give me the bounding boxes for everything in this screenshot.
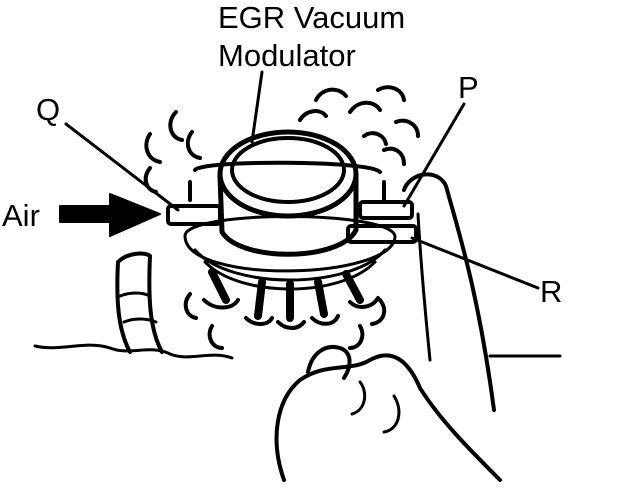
hand-knuckle: [350, 380, 401, 434]
hose-left: [115, 251, 164, 354]
engine-surface-outline: [33, 343, 562, 360]
hand-thumb-inner: [416, 212, 432, 362]
port-r: [346, 224, 418, 244]
air-label: Air: [2, 198, 40, 233]
callout-q-label: Q: [36, 92, 61, 127]
mount-base: [183, 215, 397, 273]
hand-palm: [274, 353, 502, 482]
port-p: [358, 200, 414, 220]
leader-r: [410, 236, 540, 290]
leader-title: [250, 70, 264, 144]
port-q: [166, 204, 222, 226]
title-line-2: Modulator: [218, 38, 356, 73]
modulator-top-inner: [230, 136, 346, 204]
base-feet-caps: [202, 296, 380, 330]
airflow-marks: [143, 85, 420, 350]
leader-p: [402, 102, 466, 208]
hose-left-detail: [118, 291, 158, 324]
mount-bracket: [188, 160, 386, 204]
hand-finger: [306, 345, 352, 380]
air-arrow-head: [109, 193, 161, 237]
base-feet: [208, 268, 364, 322]
leader-q: [64, 122, 180, 212]
callout-p-label: P: [458, 70, 479, 105]
hand-thumb: [402, 172, 496, 412]
title-line-1: EGR Vacuum: [218, 0, 406, 35]
air-arrow-shaft: [59, 205, 111, 223]
callout-r-label: R: [540, 274, 563, 309]
modulator-body: [217, 173, 359, 257]
